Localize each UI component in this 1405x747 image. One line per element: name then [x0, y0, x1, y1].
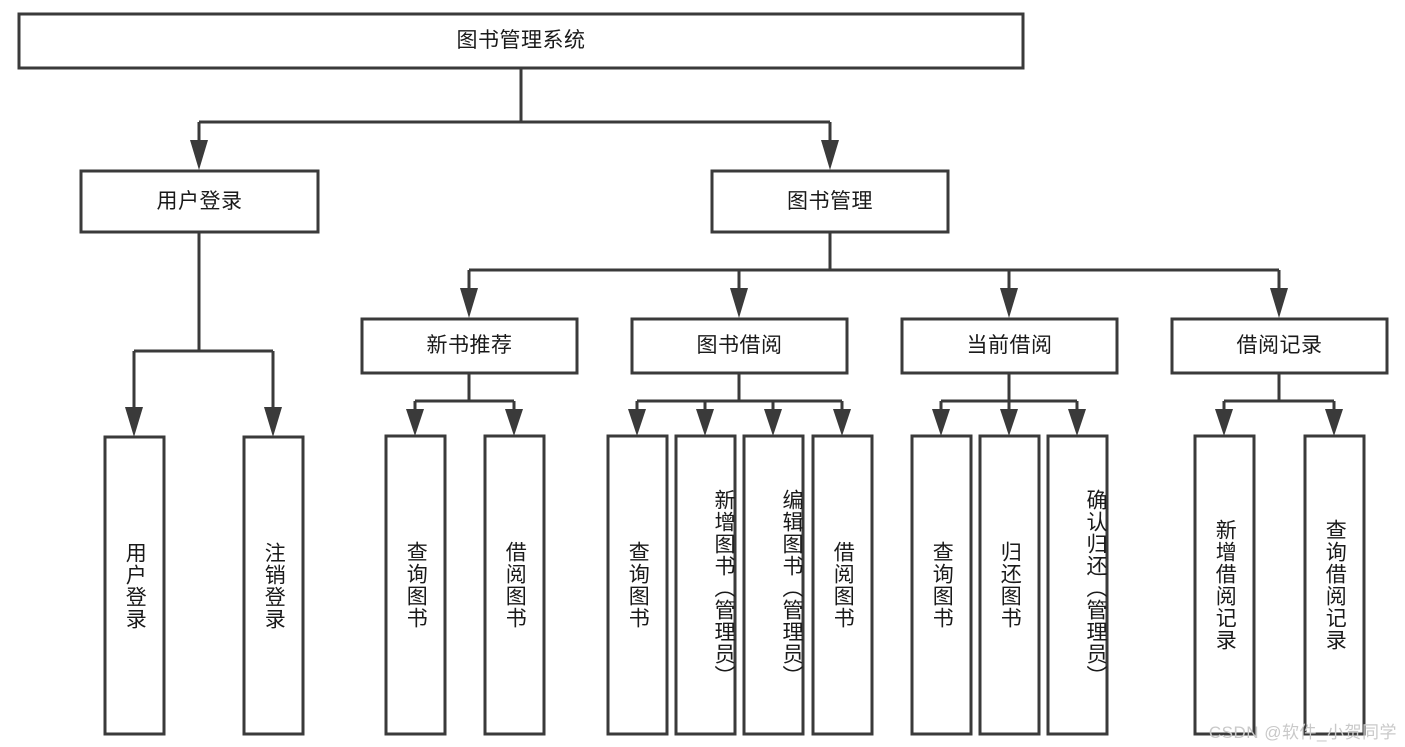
arrow-head-current-2	[1068, 409, 1086, 436]
arrow-head-login-1	[264, 407, 282, 437]
node-box-leaf-newbook-0[interactable]	[384, 434, 447, 736]
node-box-leaf-login-1[interactable]	[242, 435, 305, 736]
arrow-head-level2-1	[730, 288, 748, 318]
node-box-level1-0[interactable]	[79, 169, 320, 234]
node-box-leaf-newbook-1[interactable]	[483, 434, 546, 736]
arrow-head-level1-0	[190, 140, 208, 170]
node-box-level2-3[interactable]	[1170, 317, 1389, 375]
arrow-head-borrow-2	[764, 409, 782, 436]
node-box-leaf-current-0[interactable]	[910, 434, 973, 736]
arrow-head-level2-0	[460, 288, 478, 318]
arrow-head-borrow-0	[628, 409, 646, 436]
node-box-level2-2[interactable]	[900, 317, 1119, 375]
arrow-head-current-1	[1000, 409, 1018, 436]
node-box-level2-0[interactable]	[360, 317, 579, 375]
arrow-head-borrow-3	[833, 409, 851, 436]
node-box-root[interactable]	[17, 12, 1025, 70]
node-box-level2-1[interactable]	[630, 317, 849, 375]
arrow-head-level2-3	[1270, 288, 1288, 318]
arrow-head-records-0	[1215, 409, 1233, 436]
arrow-head-current-0	[932, 409, 950, 436]
arrow-head-records-1	[1325, 409, 1343, 436]
arrow-head-level1-1	[821, 140, 839, 170]
node-box-leaf-borrow-0[interactable]	[606, 434, 669, 736]
csdn-watermark: CSDN @软件_小贺同学	[1208, 723, 1397, 742]
arrow-head-login-0	[125, 407, 143, 437]
arrow-head-newbook-1	[505, 409, 523, 436]
arrow-head-borrow-1	[696, 409, 714, 436]
node-box-leaf-borrow-1[interactable]	[674, 434, 737, 736]
node-box-leaf-current-1[interactable]	[978, 434, 1041, 736]
node-box-leaf-current-2[interactable]	[1046, 434, 1109, 736]
node-box-level1-1[interactable]	[710, 169, 950, 234]
node-box-leaf-borrow-2[interactable]	[742, 434, 805, 736]
node-box-leaf-login-0[interactable]	[103, 435, 166, 736]
node-box-leaf-records-0[interactable]	[1193, 434, 1256, 736]
arrow-head-newbook-0	[406, 409, 424, 436]
node-box-leaf-records-1[interactable]	[1303, 434, 1366, 736]
node-box-leaf-borrow-3[interactable]	[811, 434, 874, 736]
arrow-head-level2-2	[1000, 288, 1018, 318]
